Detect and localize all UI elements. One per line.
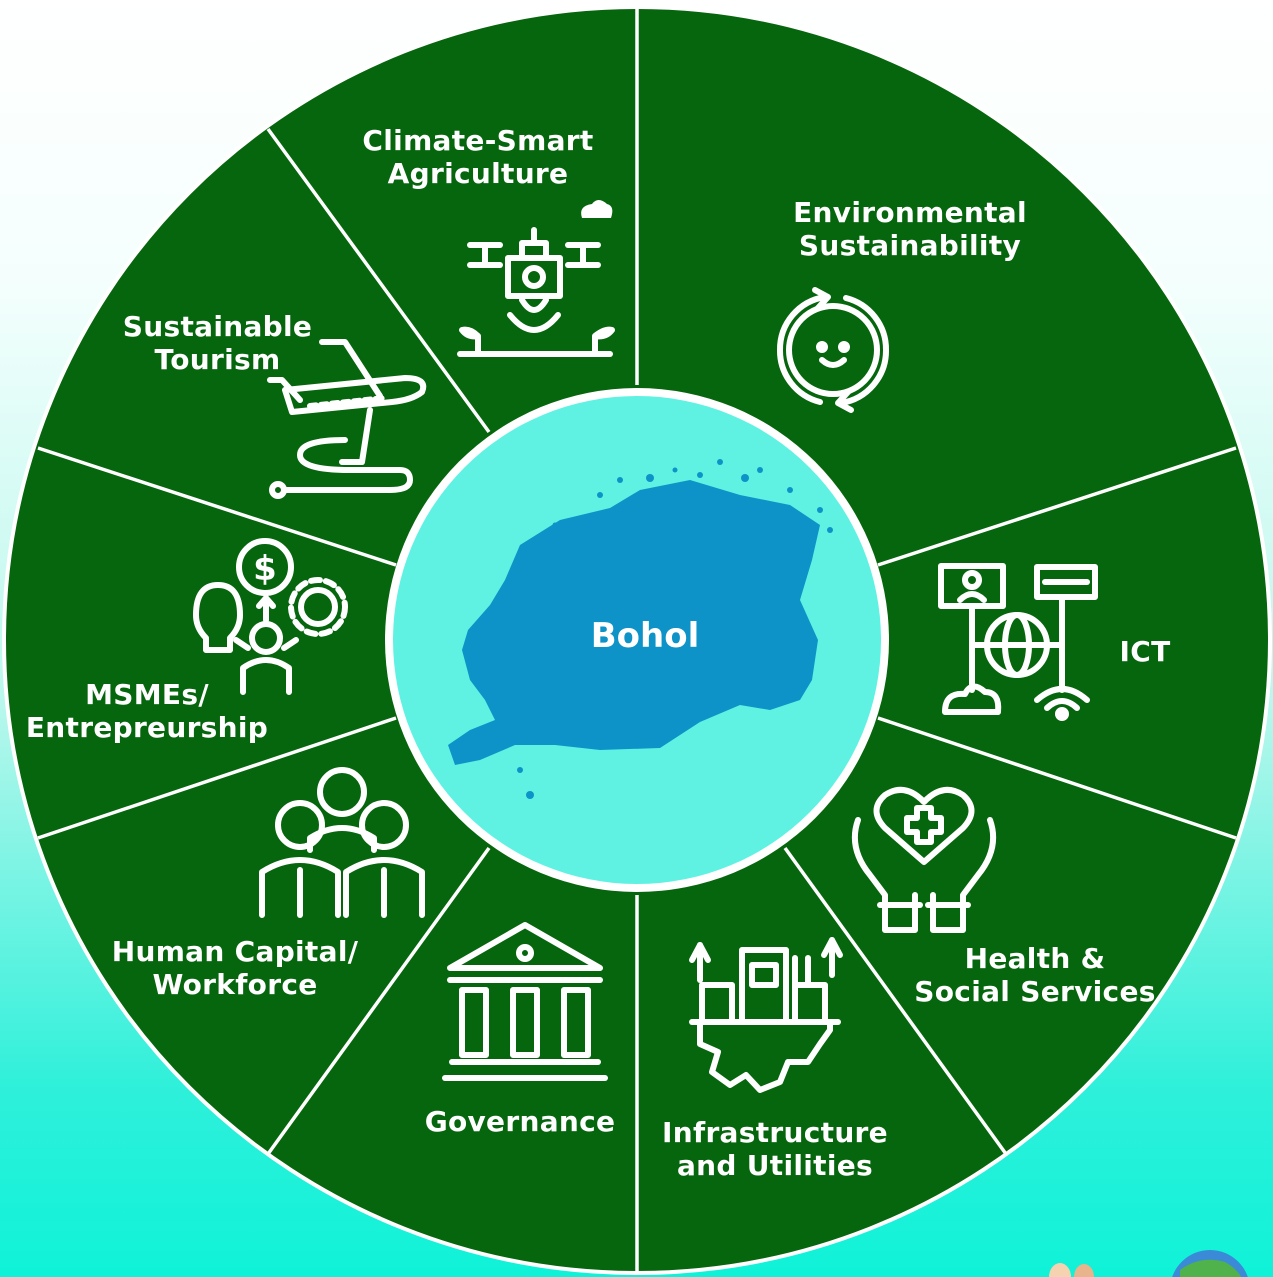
earth-cycle-icon: [776, 287, 890, 413]
segment-label-line: Sustainability: [798, 229, 1022, 262]
segment-label-climate: Climate-Smart Agriculture: [338, 124, 618, 190]
segment-label-line: Governance: [424, 1105, 616, 1138]
segment-label-line: and Utilities: [676, 1149, 874, 1182]
segment-label-line: Human Capital/: [111, 935, 359, 968]
segment-label-line: Agriculture: [387, 157, 569, 190]
hands-heart-icon: [852, 786, 996, 933]
segment-label-health: Health & Social Services: [905, 942, 1165, 1008]
government-building-icon: [442, 922, 608, 1081]
segment-label-line: ICT: [1119, 635, 1171, 668]
segment-label-line: Infrastructure: [662, 1116, 888, 1149]
segment-dividers: [37, 8, 1237, 1274]
svg-text:$: $: [253, 549, 277, 589]
corner-decoration-icon: [1049, 1250, 1248, 1277]
segment-label-line: Sustainable: [122, 310, 313, 343]
segment-label-line: Social Services: [914, 975, 1156, 1008]
network-globe-icon: [938, 563, 1098, 721]
segment-label-line: MSMEs/: [85, 678, 209, 711]
segment-label-governance: Governance: [420, 1105, 620, 1138]
segment-label-ict: ICT: [1105, 635, 1185, 668]
segment-label-workforce: Human Capital/ Workforce: [95, 935, 375, 1001]
entrepreneur-ideas-icon: $: [193, 538, 348, 695]
segment-label-line: Environmental: [793, 196, 1027, 229]
segment-label-infrastructure: Infrastructure and Utilities: [645, 1116, 905, 1182]
team-people-icon: [259, 767, 425, 918]
airplane-travel-icon: [267, 339, 427, 499]
segment-label-line: Tourism: [154, 343, 281, 376]
center-title: Bohol: [590, 616, 700, 656]
drone-agriculture-icon: [457, 200, 615, 357]
bohol-island-map: [448, 459, 833, 799]
segment-label-line: Climate-Smart: [362, 124, 594, 157]
segment-label-line: Health &: [964, 942, 1106, 975]
segment-label-line: Entrepreurship: [25, 711, 269, 744]
segment-label-environment: Environmental Sustainability: [760, 196, 1060, 262]
segment-label-tourism: Sustainable Tourism: [110, 310, 325, 376]
segment-label-line: Workforce: [152, 968, 318, 1001]
industry-gear-icon: [689, 937, 843, 1093]
segment-label-msme: MSMEs/ Entrepreurship: [22, 678, 272, 744]
